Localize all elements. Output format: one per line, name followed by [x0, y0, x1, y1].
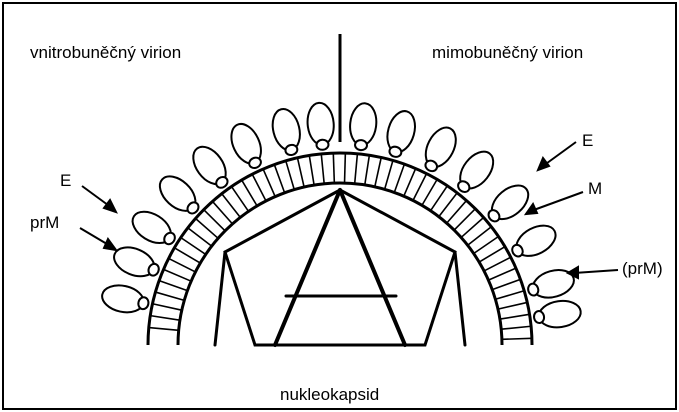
lipid-striation [404, 169, 416, 197]
lipid-striation [321, 154, 324, 184]
intracellular-virion-label: vnitrobuněčný virion [30, 44, 181, 61]
lipid-striation [492, 279, 520, 289]
lipid-striation [385, 160, 393, 189]
lipid-striation [164, 269, 192, 281]
lipid-striation [431, 186, 448, 211]
lipid-striation [152, 304, 181, 310]
lipid-striation [188, 228, 212, 246]
lipid-striation [500, 314, 530, 319]
lipid-striation [333, 153, 334, 183]
lipid-striation [181, 238, 206, 255]
lipid-striation [394, 164, 404, 192]
lipid-striation [286, 161, 294, 190]
lipid-striation [297, 158, 304, 187]
e-protein-ellipse [383, 108, 420, 156]
m-protein-label-right: M [588, 180, 602, 197]
membrane-protein-ellipse [533, 310, 545, 323]
lipid-striation [150, 316, 180, 321]
lipid-striation [488, 268, 515, 280]
membrane-protein-ellipse [316, 139, 329, 150]
e-protein-label-right: E [582, 132, 593, 149]
prm-protein-label-left: prM [30, 214, 59, 231]
lipid-striation [232, 187, 249, 212]
lipid-striation [263, 169, 275, 196]
lipid-striation [501, 326, 531, 329]
lipid-striation [502, 338, 532, 339]
e-protein-ellipse [269, 106, 304, 153]
prm-protein-label-right: (prM) [622, 260, 663, 277]
lipid-striation [479, 247, 505, 262]
extracellular-virion-label: mimobuněčný virion [432, 44, 583, 61]
lipid-striation [159, 281, 187, 291]
lipid-striation [242, 180, 257, 206]
lipid-striation [498, 302, 527, 309]
lipid-striation [474, 237, 499, 254]
lipid-striation [439, 193, 457, 217]
lipid-striation [252, 174, 266, 201]
lipid-striation [345, 153, 346, 183]
lipid-striation [309, 155, 314, 185]
lipid-striation [495, 291, 524, 299]
lipid-striation [484, 257, 511, 271]
lipid-striation [413, 174, 427, 201]
lipid-striation [365, 155, 370, 185]
lipid-striation [274, 165, 284, 193]
e-protein-label-left: E [60, 172, 71, 189]
lipid-striation [375, 157, 381, 186]
membrane-inner-arc [178, 183, 502, 345]
lipid-striation [169, 258, 196, 272]
nucleocapsid-shape [215, 190, 465, 345]
lipid-striation [422, 179, 437, 205]
membrane-protein-ellipse [355, 140, 368, 151]
lipid-striation [174, 248, 200, 263]
nucleocapsid-label: nukleokapsid [280, 386, 379, 403]
lipid-striation [355, 154, 358, 184]
lipid-striation [155, 292, 184, 300]
lipid-striation [149, 328, 179, 331]
